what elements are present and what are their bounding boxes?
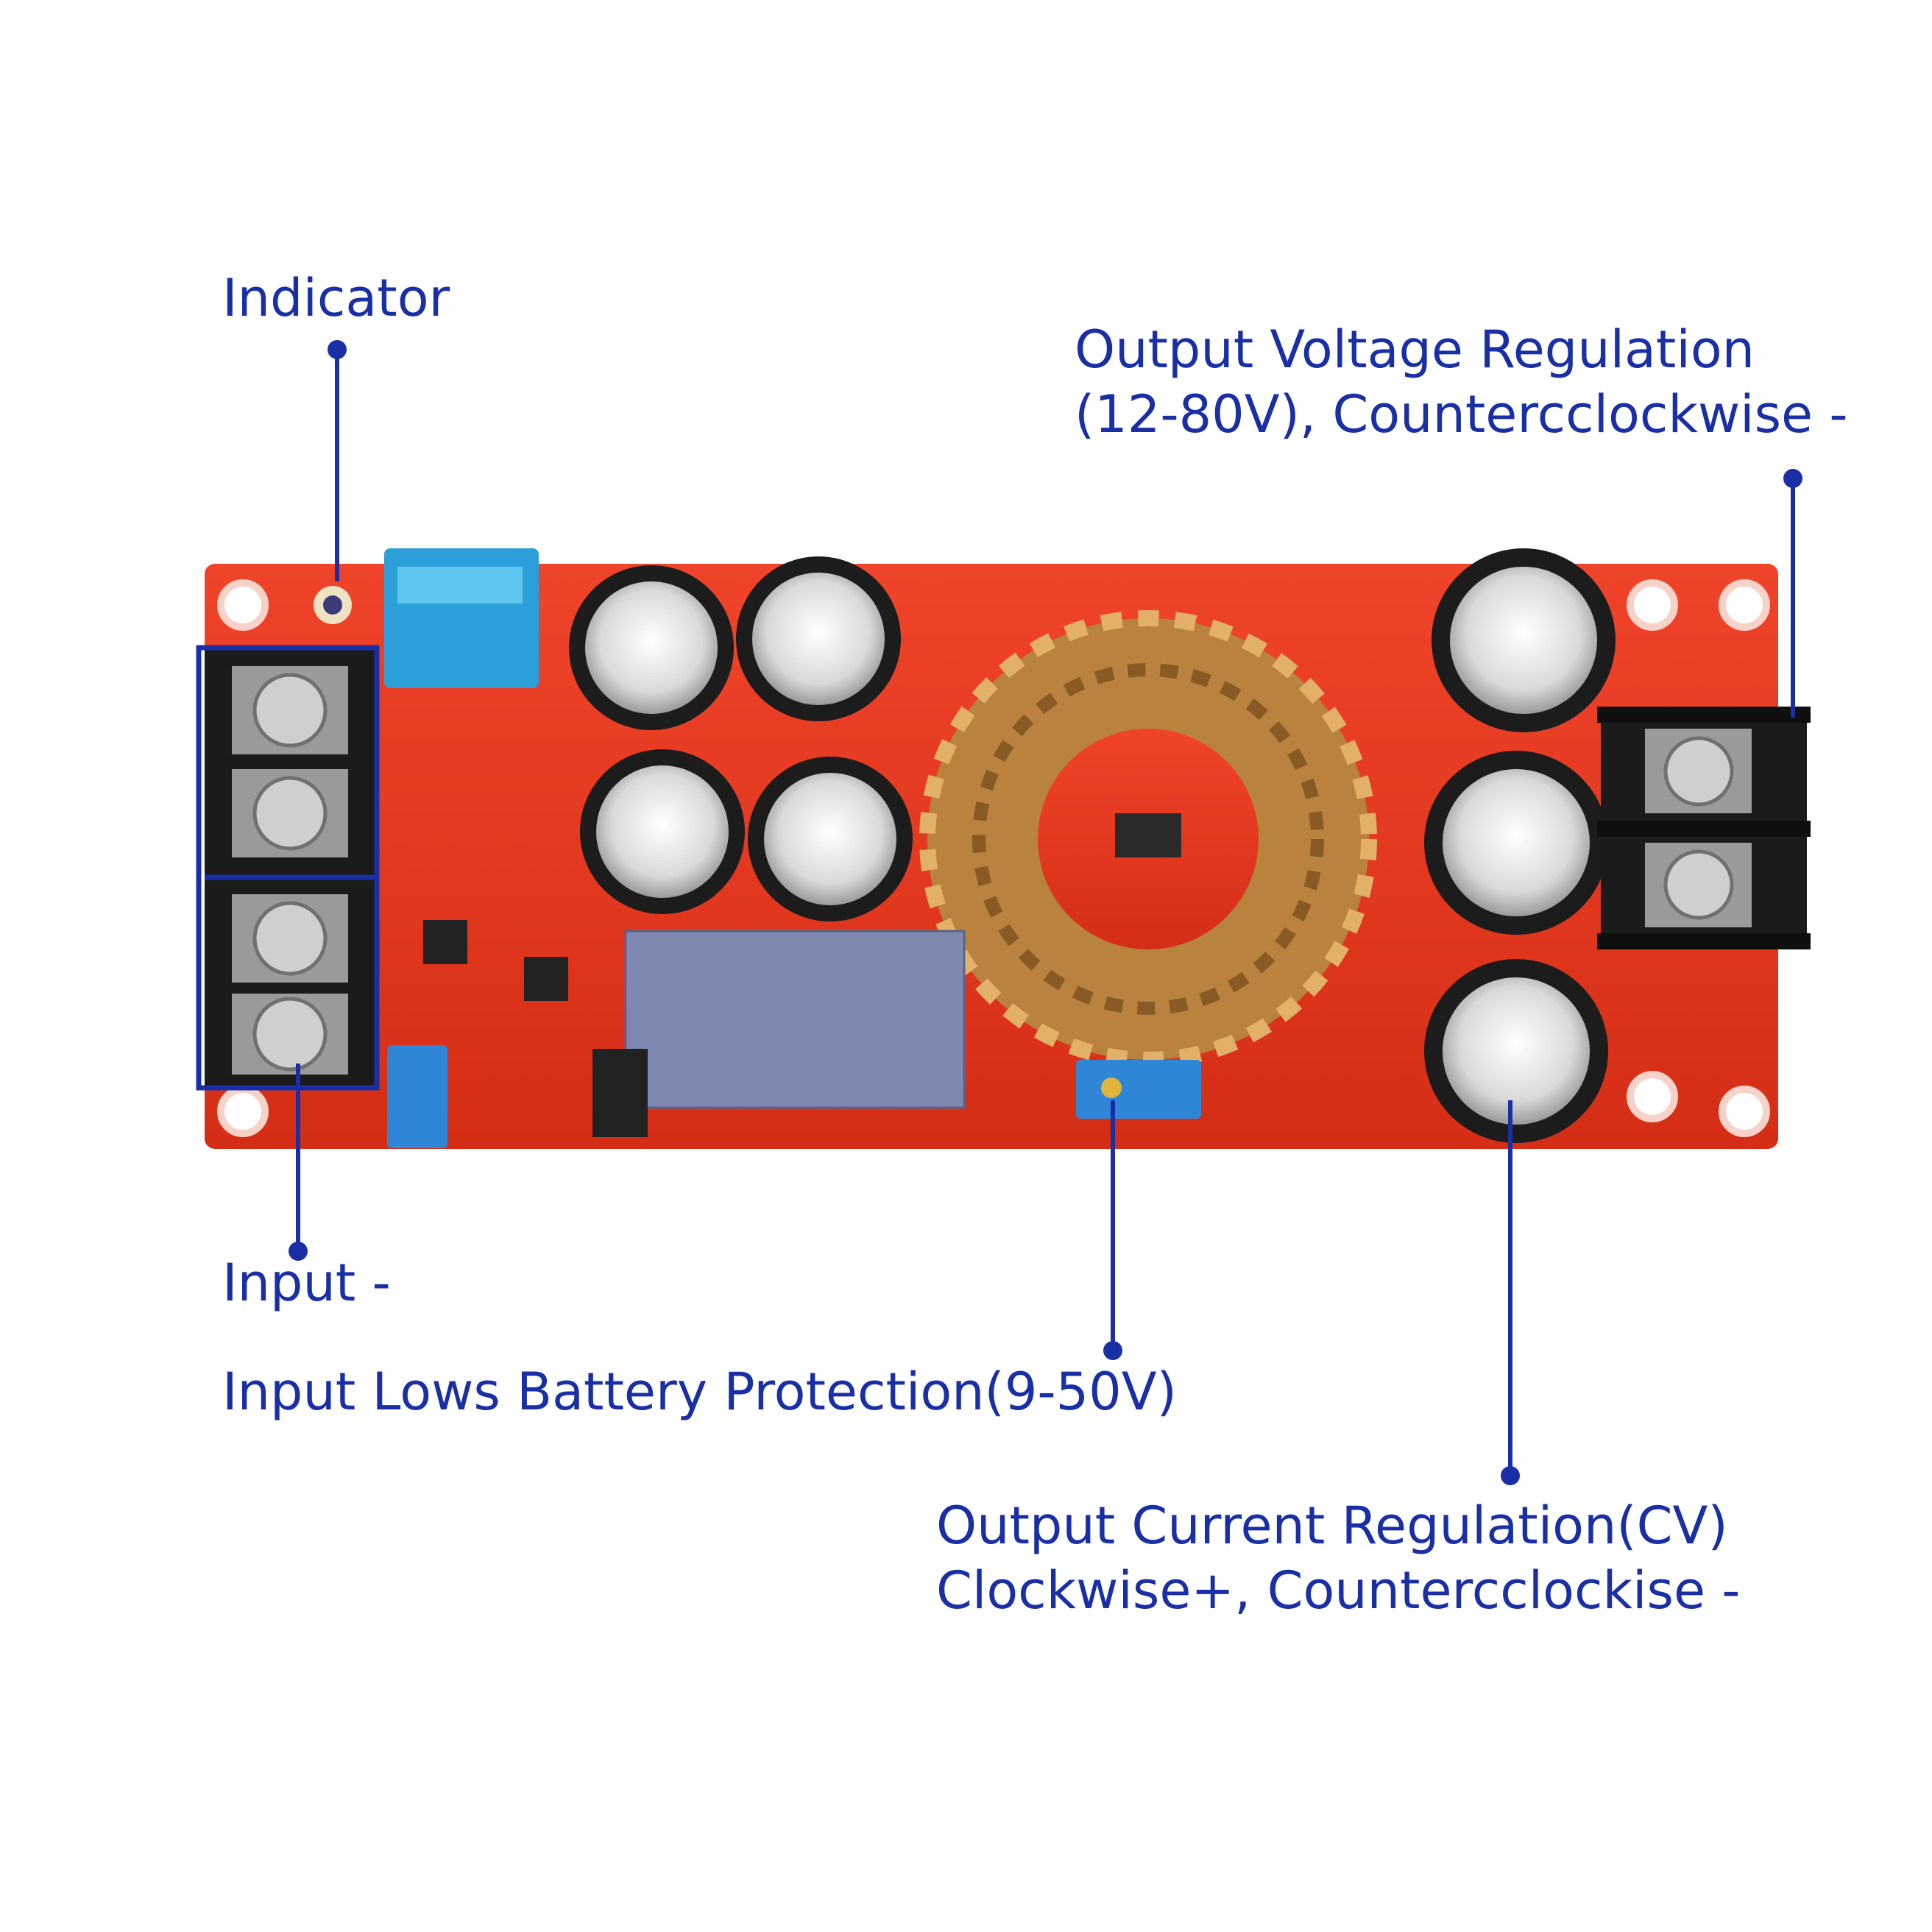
low-battery-potentiometer — [387, 1045, 447, 1148]
indicator-label: Indicator — [222, 266, 450, 331]
smd-component-array — [624, 930, 966, 1109]
indicator-led — [314, 586, 352, 624]
output-voltage-regulation-line2: (12-80V), Countercclockwise - — [1075, 383, 1848, 445]
output-current-regulation-label: Output Current Regulation(CV) Clockwise+… — [936, 1494, 1741, 1623]
callout-dot-icon — [289, 1242, 308, 1261]
output-current-regulation-line1: Output Current Regulation(CV) — [936, 1496, 1728, 1556]
output-voltage-regulation-line1: Output Voltage Regulation — [1075, 319, 1755, 380]
control-ic — [423, 920, 467, 964]
toroidal-inductor — [919, 610, 1377, 1068]
callout-dot-icon — [1103, 1341, 1122, 1360]
mounting-holes — [217, 579, 1770, 1137]
input-negative-label: Input - — [222, 1251, 391, 1316]
callout-dot-icon — [1501, 1466, 1520, 1485]
output-current-regulation-line2: Clockwise+, Countercclockise - — [936, 1560, 1741, 1621]
mosfet-chip — [592, 1049, 648, 1137]
callout-lines — [289, 340, 1802, 1485]
input-terminal-block — [196, 645, 380, 1091]
indicator-label-text: Indicator — [222, 268, 450, 328]
input-capacitors — [569, 556, 913, 921]
output-terminal-block — [1597, 707, 1811, 949]
input-negative-label-text: Input - — [222, 1253, 391, 1313]
current-potentiometer — [1076, 1060, 1201, 1119]
output-capacitors — [1424, 548, 1616, 1143]
control-ic-2 — [524, 957, 568, 1001]
callout-dot-icon — [1783, 469, 1802, 488]
low-battery-protection-label-text: Input Lows Battery Protection(9-50V) — [222, 1362, 1177, 1422]
low-battery-protection-label: Input Lows Battery Protection(9-50V) — [222, 1360, 1177, 1425]
output-voltage-regulation-label: Output Voltage Regulation (12-80V), Coun… — [1075, 318, 1848, 447]
callout-dot-icon — [328, 340, 347, 359]
